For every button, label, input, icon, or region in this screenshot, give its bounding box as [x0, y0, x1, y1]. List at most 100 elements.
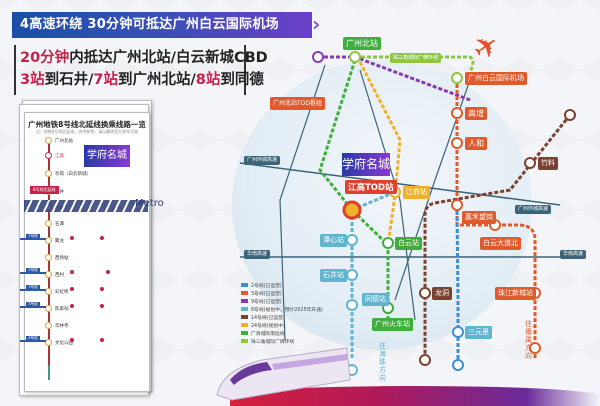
- station-jiangfu: 江府站: [403, 186, 430, 199]
- metro-wordmark: Metro: [135, 198, 164, 209]
- transfer-tag: 6号线: [26, 336, 40, 341]
- metro-stripe: [24, 200, 148, 212]
- transfer-dot: [100, 287, 104, 291]
- station-zhuliao: 竹料: [538, 157, 558, 170]
- station-icon: [346, 234, 358, 246]
- transfer-tag: 1号线: [26, 234, 40, 239]
- jianggao-tod-label: 江高TOD站: [345, 180, 397, 194]
- station-icon: [346, 269, 358, 281]
- pearl-ring-tag: 珠三角城际广佛环线: [390, 53, 442, 63]
- station-icon: [312, 51, 324, 63]
- station-label: 陈家祠: [55, 307, 69, 312]
- station-chaxin: 潭心站: [320, 234, 347, 247]
- station-renhe: 人和: [465, 137, 487, 150]
- station-icon: [419, 354, 431, 366]
- road-label-ring: 广州环城高速: [244, 156, 281, 165]
- transfer-bar: [20, 238, 46, 240]
- transfer-dot: [100, 304, 104, 308]
- station-icon: [451, 137, 463, 149]
- station-baiyun-ave-north: 白云大道北: [480, 237, 521, 250]
- direction-haizhu: 往海珠方向: [379, 342, 386, 382]
- station-label: 石潭: [55, 222, 64, 227]
- highlight-minutes: 20分钟: [20, 50, 70, 66]
- road-jingguang: [279, 64, 326, 341]
- train-windshield: [230, 362, 272, 385]
- line8-track: [48, 140, 50, 365]
- legend-swatch: [241, 307, 248, 311]
- airport-label: 广州白云国际机场: [465, 72, 527, 85]
- legend-swatch: [241, 283, 248, 287]
- transfer-dot: [70, 287, 74, 291]
- decorative-swoosh: [230, 386, 600, 406]
- gz-north-label: 广州北站: [343, 37, 381, 50]
- line-14: [423, 114, 572, 360]
- gz-north-text: 广州北站: [346, 39, 378, 48]
- station-icon: [524, 157, 536, 169]
- transfer-dot: [100, 338, 104, 342]
- station-icon: [452, 359, 464, 371]
- legend-label: 珠三角城际广佛环线: [251, 339, 295, 345]
- doc-subtitle: 注：地铁8号线北延线，仅供参考，请以最终官方发布为准: [35, 129, 139, 134]
- dest-b: 到广州北站/: [117, 72, 196, 88]
- station-label: 彩虹桥: [55, 290, 69, 295]
- station-marker: [45, 288, 52, 295]
- road-label-huanan: 华南高速: [244, 250, 271, 259]
- station-tongde: 同德站: [362, 293, 389, 306]
- station-icon: [452, 326, 464, 338]
- station-icon: [382, 237, 394, 249]
- station-icon: [564, 109, 576, 121]
- selling-line-1: 20分钟内抵达广州北站/白云新城CBD: [20, 47, 268, 69]
- legend-item: 14号线(已运营): [241, 313, 323, 321]
- station-longdong: 龙洞: [432, 287, 452, 300]
- station-baiyun: 白云站: [395, 237, 422, 250]
- legend-label: 14号线(已运营): [251, 315, 285, 321]
- line-guangqing: [318, 59, 390, 330]
- road-ring-expressway: [239, 162, 561, 206]
- headline-banner: 4高速环绕 30分钟可抵达广州白云国际机场 ›: [12, 12, 320, 38]
- legend-item: 24号线(规划中): [241, 321, 323, 329]
- legend-swatch: [241, 315, 248, 319]
- legend-swatch: [241, 331, 248, 335]
- legend-label: 广清城际南延线: [251, 331, 285, 337]
- dest-a: 到石井/: [44, 72, 94, 88]
- transfer-dot: [70, 236, 74, 240]
- transfer-bar: [20, 306, 46, 308]
- transfer-dot: [100, 236, 104, 240]
- doc-line-tag: 8号线北延线: [30, 186, 59, 194]
- selling-points: 20分钟内抵达广州北站/白云新城CBD 3站到石井/7站到广州北站/8站到同德: [14, 45, 268, 95]
- road-label-ring-east: 广州环城高速: [515, 205, 552, 214]
- line-2: [455, 204, 460, 365]
- legend-item: 广清城际南延线: [241, 329, 323, 337]
- legend-swatch: [241, 299, 248, 303]
- legend-swatch: [241, 323, 248, 327]
- station-icon: [529, 342, 541, 354]
- station-marker-current: [45, 152, 52, 159]
- station-marker: [45, 220, 52, 227]
- legend-label: 3号线(已运营): [251, 291, 282, 297]
- transfer-tag: 3号线: [26, 285, 40, 290]
- high-speed-train-illustration: [216, 347, 351, 401]
- legend-label: 2号线(已运营): [251, 283, 282, 289]
- station-marker: [45, 137, 52, 144]
- station-shijing: 石井站: [320, 269, 347, 282]
- legend-label: 24号线(规划中): [251, 323, 285, 329]
- line-3: [455, 72, 537, 360]
- station-icon: [346, 299, 358, 311]
- station-label: 华林寺: [55, 324, 69, 329]
- line-24: [358, 61, 402, 246]
- legend-item: 3号线(已运营): [241, 289, 323, 297]
- station-label: 聚龙: [55, 239, 64, 244]
- stops-b: 7站: [93, 72, 118, 88]
- station-label: 文化公园: [55, 341, 73, 346]
- banner-text: 4高速环绕 30分钟可抵达广州白云国际机场: [20, 17, 279, 32]
- selling-line-2: 3站到石井/7站到广州北站/8站到同德: [20, 69, 264, 91]
- station-marker: [45, 322, 52, 329]
- stops-c: 8站: [195, 72, 221, 88]
- north-tod-label: 广州北站TOD枢纽: [270, 97, 326, 110]
- transfer-bar: [20, 289, 46, 291]
- doc-title: 广州地铁8号线北延线换乘线路一览: [28, 120, 146, 129]
- station-marker: [45, 271, 52, 278]
- map-legend: 2号线(已运营) 3号线(已运营) 9号线(已运营) 8号线(规划中，预计202…: [241, 281, 323, 345]
- station-gaozeng: 高增: [465, 107, 487, 120]
- stops-a: 3站: [20, 72, 45, 88]
